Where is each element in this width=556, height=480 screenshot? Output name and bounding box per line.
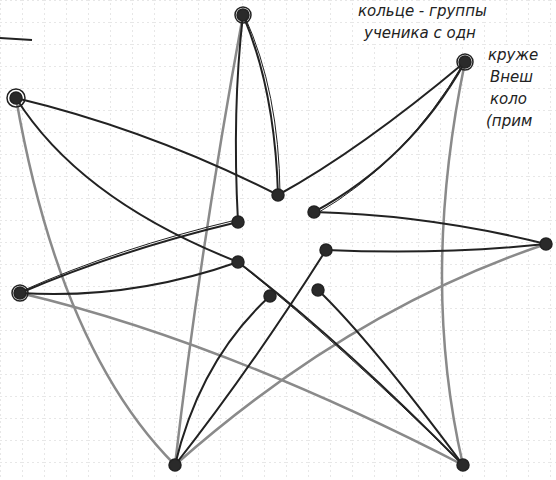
stray-stroke: [0, 38, 32, 40]
handwritten-note: круже: [486, 46, 540, 64]
petal-curves: [16, 15, 546, 465]
handwritten-note: ученика с одн: [362, 24, 478, 42]
vertex-dots: [7, 7, 552, 471]
handwritten-note: кольце - группы: [356, 2, 489, 20]
handwritten-note: (прим: [484, 112, 534, 130]
handwritten-note: коло: [488, 90, 529, 108]
handwritten-note: Внеш: [488, 68, 535, 86]
sweep-curves: [16, 15, 546, 465]
